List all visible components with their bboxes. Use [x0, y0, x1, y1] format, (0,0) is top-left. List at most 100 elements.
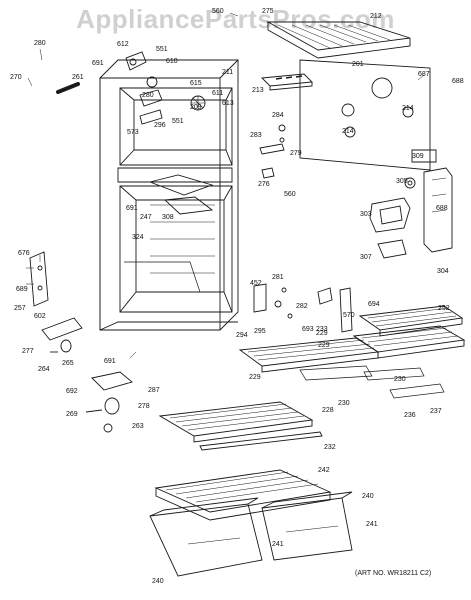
glass-shelf	[158, 401, 323, 451]
part-number-label: 551	[156, 46, 168, 53]
left-hinge	[26, 251, 49, 307]
part-number-label: 308	[162, 214, 174, 221]
part-number-label: 688	[436, 205, 448, 212]
crisper-drawers	[149, 491, 353, 577]
part-number-label: 213	[252, 87, 264, 94]
part-number-label: 688	[452, 78, 464, 85]
part-number-label: 304	[437, 268, 449, 275]
part-number-label: 324	[132, 234, 144, 241]
part-number-label: 305	[396, 178, 408, 185]
part-number-label: 296	[154, 122, 166, 129]
part-number-label: 452	[250, 280, 262, 287]
part-number-label: 230	[394, 376, 406, 383]
part-number-label: 551	[172, 118, 184, 125]
part-number-label: 615	[190, 80, 202, 87]
part-number-label: 694	[368, 301, 380, 308]
part-number-label: 252	[438, 305, 450, 312]
part-number-label: 201	[352, 61, 364, 68]
part-number-label: 687	[418, 71, 430, 78]
crisper-cover	[154, 469, 332, 521]
freezer-shelf	[358, 305, 464, 337]
part-number-label: 560	[212, 8, 224, 15]
part-number-label: 612	[117, 41, 129, 48]
part-number-label: 283	[250, 132, 262, 139]
part-number-label: 242	[318, 467, 330, 474]
part-number-label: 237	[430, 408, 442, 415]
leader-lines	[27, 12, 425, 359]
part-number-label: 560	[284, 191, 296, 198]
top-wire-grille	[266, 21, 411, 59]
part-number-label: 282	[296, 303, 308, 310]
part-number-label: 240	[152, 578, 164, 585]
part-number-label: 229	[318, 342, 330, 349]
back-panel	[299, 59, 431, 171]
part-number-label: 261	[72, 74, 84, 81]
part-number-label: 214	[402, 105, 414, 112]
part-number-label: 209	[190, 104, 202, 111]
part-number-label: 230	[338, 400, 350, 407]
part-number-label: 269	[66, 411, 78, 418]
part-number-label: 691	[104, 358, 116, 365]
part-number-label: 613	[222, 100, 234, 107]
part-number-label: 211	[222, 69, 234, 76]
part-number-label: 240	[362, 493, 374, 500]
part-number-label: 264	[38, 366, 50, 373]
part-number-label: 263	[132, 423, 144, 430]
part-number-label: 287	[148, 387, 160, 394]
part-number-label: 233	[316, 326, 328, 333]
brackets	[259, 124, 286, 179]
part-number-label: 284	[272, 112, 284, 119]
part-number-label: 307	[360, 254, 372, 261]
control-knob	[404, 177, 416, 189]
part-number-label: 229	[316, 330, 328, 337]
part-number-label: 276	[258, 181, 270, 188]
part-number-label: 280	[34, 40, 46, 47]
thermostat-housing	[369, 167, 453, 259]
plate	[411, 149, 437, 163]
control-housing	[261, 73, 313, 91]
part-number-label: 294	[236, 332, 248, 339]
fan-assembly	[125, 51, 206, 125]
part-number-label: 573	[127, 129, 139, 136]
art-number-caption: (ART NO. WR18211 C2)	[355, 570, 432, 577]
wire-shelves	[238, 325, 466, 399]
part-number-label: 691	[126, 205, 138, 212]
part-number-label: 247	[140, 214, 152, 221]
part-number-label: 257	[14, 305, 26, 312]
small-parts	[85, 371, 133, 433]
part-number-label: 241	[366, 521, 378, 528]
part-number-label: 602	[34, 313, 46, 320]
cabinet-shell	[56, 59, 239, 331]
part-number-label: 295	[254, 328, 266, 335]
part-number-label: 277	[22, 348, 34, 355]
part-number-label: 691	[92, 60, 104, 67]
part-number-label: 309	[412, 153, 424, 160]
part-number-label: 241	[272, 541, 284, 548]
part-number-label: 280	[142, 92, 154, 99]
part-number-label: 232	[324, 444, 336, 451]
part-number-label: 228	[322, 407, 334, 414]
part-number-label: 275	[262, 8, 274, 15]
part-number-label: 281	[272, 274, 284, 281]
part-number-label: 279	[290, 150, 302, 157]
part-number-label: 278	[138, 403, 150, 410]
bottom-hinge	[41, 317, 83, 353]
part-number-label: 610	[166, 58, 178, 65]
part-number-label: 236	[404, 412, 416, 419]
part-number-label: 676	[18, 250, 30, 257]
part-number-label: 303	[360, 211, 372, 218]
part-number-label: 693	[302, 326, 314, 333]
part-number-label: 692	[66, 388, 78, 395]
part-number-label: 611	[212, 90, 224, 97]
part-number-label: 270	[10, 74, 22, 81]
mid-brackets	[253, 283, 353, 333]
part-number-label: 265	[62, 360, 74, 367]
part-number-label: 570	[343, 312, 355, 319]
part-number-label: 212	[370, 13, 382, 20]
part-number-label: 689	[16, 286, 28, 293]
part-number-label: 214	[342, 128, 354, 135]
part-number-label: 229	[249, 374, 261, 381]
